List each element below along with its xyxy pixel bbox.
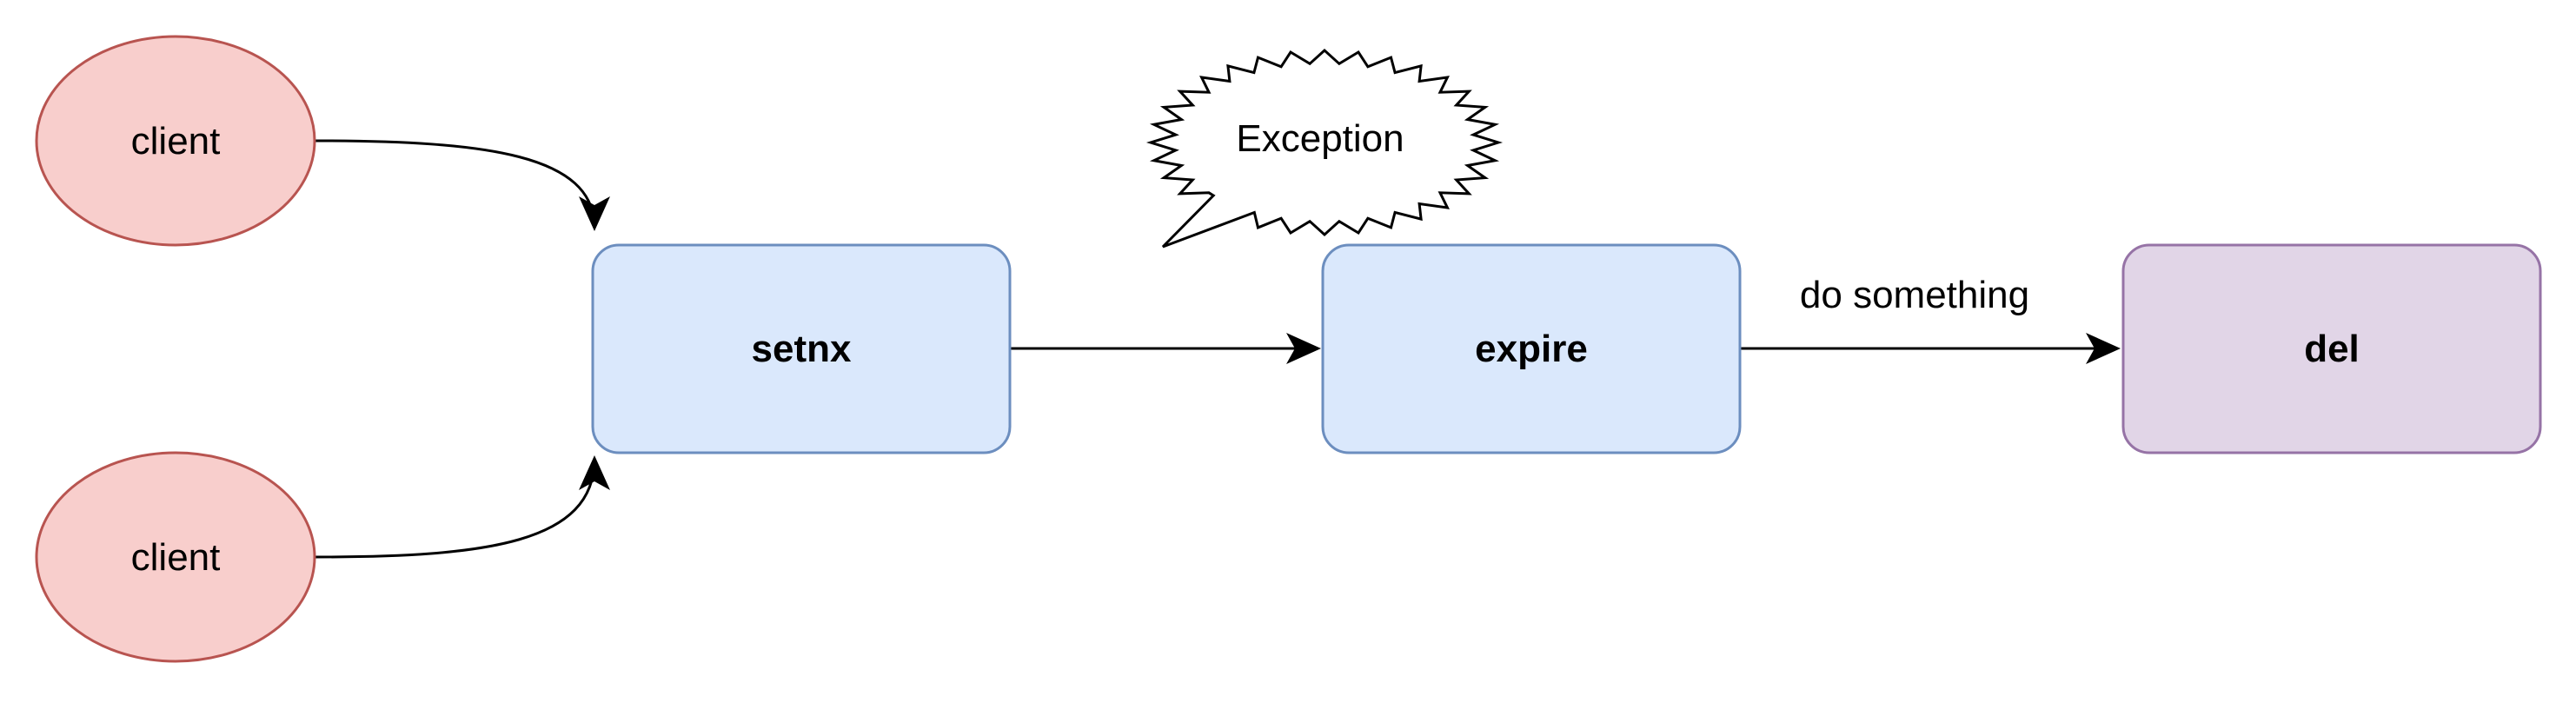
edge-client-bottom-to-setnx <box>314 455 610 559</box>
del-node: del <box>2121 243 2542 454</box>
setnx-node: setnx <box>591 243 1012 454</box>
expire-node: expire <box>1321 243 1742 454</box>
client-ellipse-top <box>35 35 316 247</box>
client-node-top: client <box>35 35 316 247</box>
expire-box <box>1321 243 1742 454</box>
del-box <box>2121 243 2542 454</box>
exception-callout: Exception <box>1145 48 1504 249</box>
setnx-box <box>591 243 1012 454</box>
client-ellipse-bottom <box>35 451 316 663</box>
setnx-label: setnx <box>752 328 852 370</box>
edge-client-top-to-setnx <box>314 139 610 231</box>
client-label-bottom: client <box>131 536 221 579</box>
client-node-bottom: client <box>35 451 316 663</box>
del-label: del <box>2304 328 2360 370</box>
exception-label: Exception <box>1236 117 1404 160</box>
exception-bubble-shape <box>1145 48 1504 249</box>
edge-label-do-something: do something <box>1800 274 2029 316</box>
expire-label: expire <box>1475 328 1588 370</box>
client-label-top: client <box>131 120 221 162</box>
